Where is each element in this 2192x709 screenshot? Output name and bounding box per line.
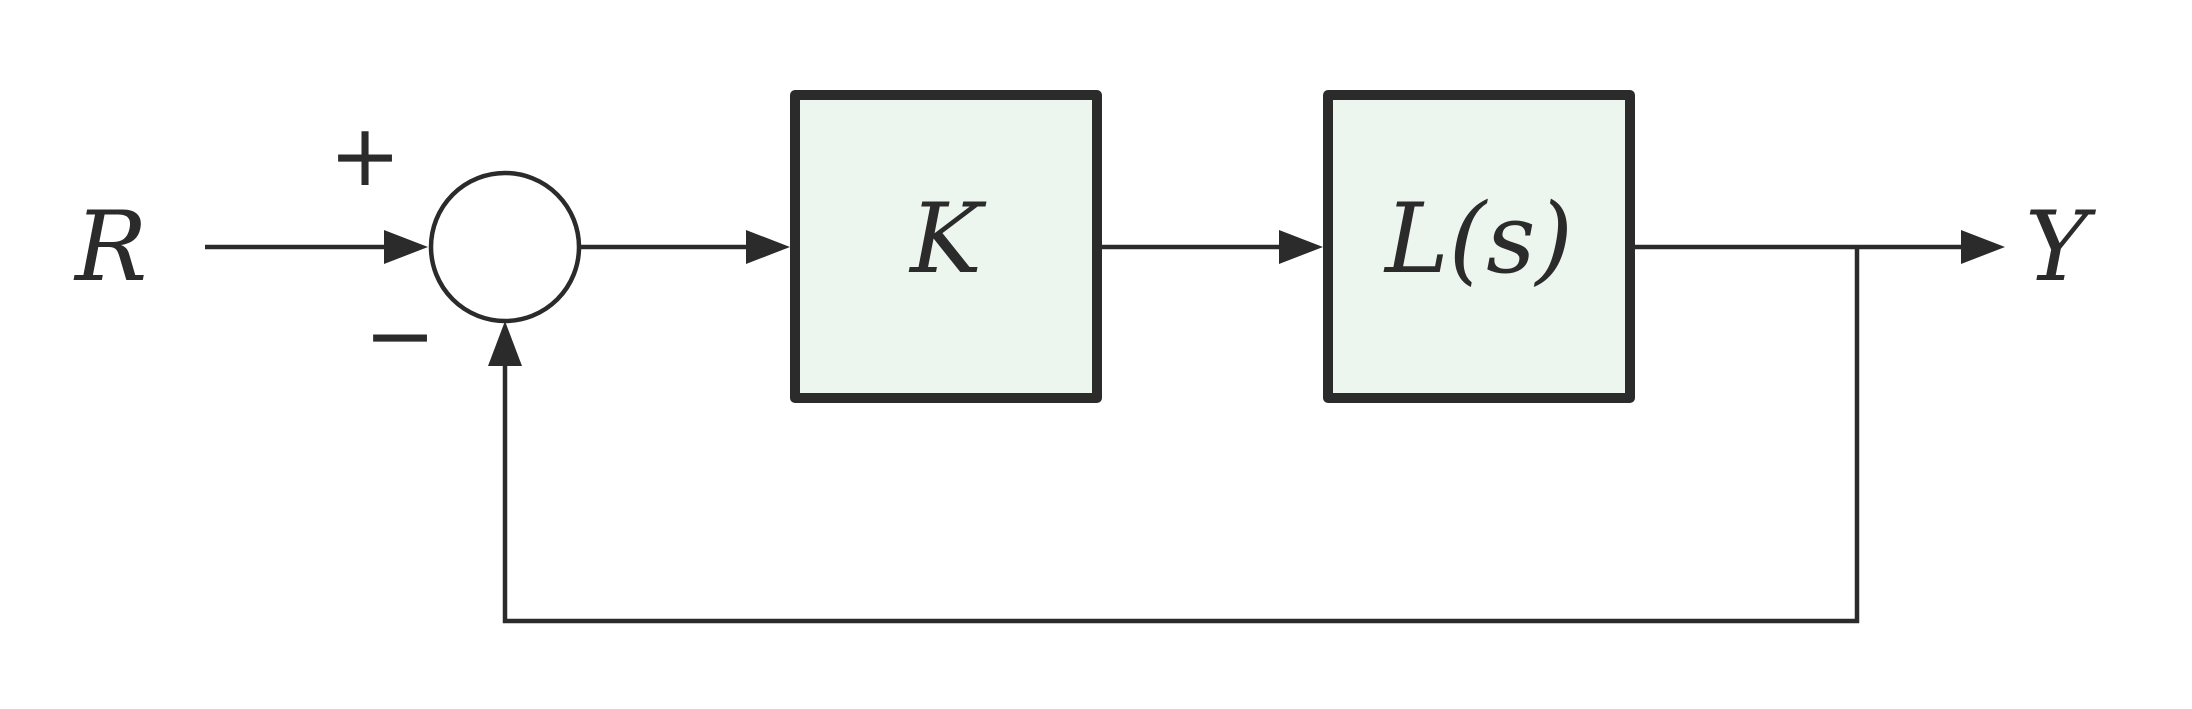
plant-block-label: L(s)	[1383, 183, 1573, 295]
output-label: Y	[2025, 191, 2097, 303]
input-arrowhead	[384, 230, 428, 264]
output-arrowhead	[1961, 230, 2005, 264]
controller-input-arrowhead	[746, 230, 790, 264]
controller-block-rect	[790, 90, 1102, 403]
minus-sign: −	[364, 286, 436, 386]
plant-block: L(s)	[1323, 90, 1635, 403]
summing-junction	[428, 170, 582, 324]
controller-block-label: K	[908, 183, 987, 295]
plus-sign: +	[329, 106, 401, 206]
feedback-arrowhead	[488, 321, 522, 366]
plant-input-arrowhead	[1279, 230, 1323, 264]
feedback-wire	[502, 247, 1860, 624]
controller-block: K	[790, 90, 1102, 403]
plant-block-rect	[1323, 90, 1635, 403]
input-label: R	[73, 191, 147, 303]
